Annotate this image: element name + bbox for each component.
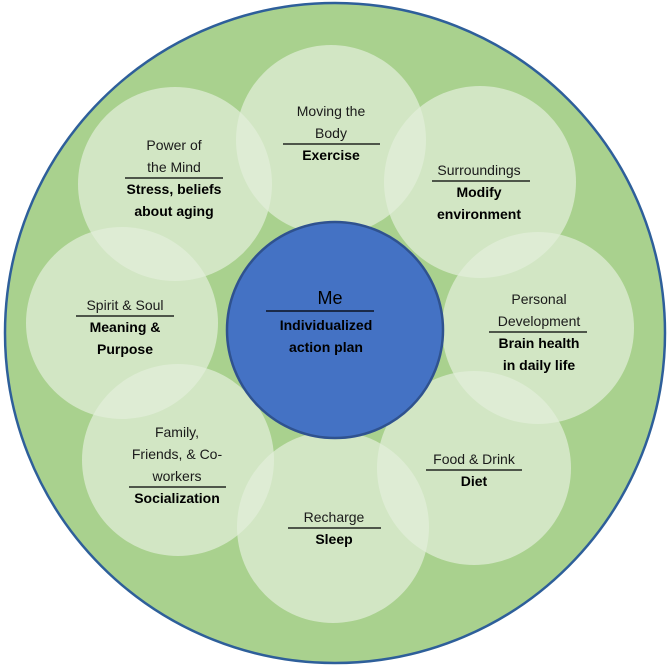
petal-power-of-the-mind <box>78 87 272 281</box>
power-of-the-mind-sub-line-2: about aging <box>134 203 213 219</box>
food-and-drink-sub-line-1: Diet <box>461 473 488 489</box>
personal-development-title-line-2: Development <box>498 313 581 329</box>
moving-the-body-sub-line-1: Exercise <box>302 147 360 163</box>
power-of-the-mind-sub-line-1: Stress, beliefs <box>127 181 222 197</box>
personal-development-sub-line-2: in daily life <box>503 357 576 373</box>
family-friends-title-line-3: workers <box>151 468 201 484</box>
petal-moving-the-body <box>236 45 426 235</box>
personal-development-title-line-1: Personal <box>511 291 566 307</box>
family-friends-sub-line-1: Socialization <box>134 490 220 506</box>
moving-the-body-title-line-2: Body <box>315 125 347 141</box>
power-of-the-mind-title-line-2: the Mind <box>147 159 201 175</box>
center-sub-line-2: action plan <box>289 339 363 355</box>
surroundings-title-line-1: Surroundings <box>437 162 520 178</box>
center-title: Me <box>317 288 342 308</box>
spirit-and-soul-sub-line-2: Purpose <box>97 341 153 357</box>
food-and-drink-title-line-1: Food & Drink <box>433 451 516 467</box>
spirit-and-soul-sub-line-1: Meaning & <box>90 319 161 335</box>
spirit-and-soul-title-line-1: Spirit & Soul <box>86 297 163 313</box>
label-group-family-friends: Family, Friends, & Co-workersSocializatio… <box>129 424 226 506</box>
power-of-the-mind-title-line-1: Power of <box>146 137 201 153</box>
recharge-title-line-1: Recharge <box>304 509 365 525</box>
family-friends-title-line-1: Family, <box>155 424 199 440</box>
center-sub-line-1: Individualized <box>280 317 373 333</box>
petal-labels: Moving theBodyExerciseSurroundingsModify… <box>76 103 587 547</box>
surroundings-sub-line-1: Modify <box>456 184 501 200</box>
petal-circles <box>26 45 634 623</box>
petal-recharge <box>237 431 429 623</box>
center-circle <box>225 220 445 440</box>
family-friends-title-line-2: Friends, & Co- <box>132 446 223 462</box>
moving-the-body-title-line-1: Moving the <box>297 103 366 119</box>
personal-development-sub-line-1: Brain health <box>499 335 580 351</box>
petal-surroundings <box>384 86 576 278</box>
center-labels: Me Individualized action plan <box>266 288 374 355</box>
surroundings-sub-line-2: environment <box>437 206 521 222</box>
recharge-sub-line-1: Sleep <box>315 531 352 547</box>
